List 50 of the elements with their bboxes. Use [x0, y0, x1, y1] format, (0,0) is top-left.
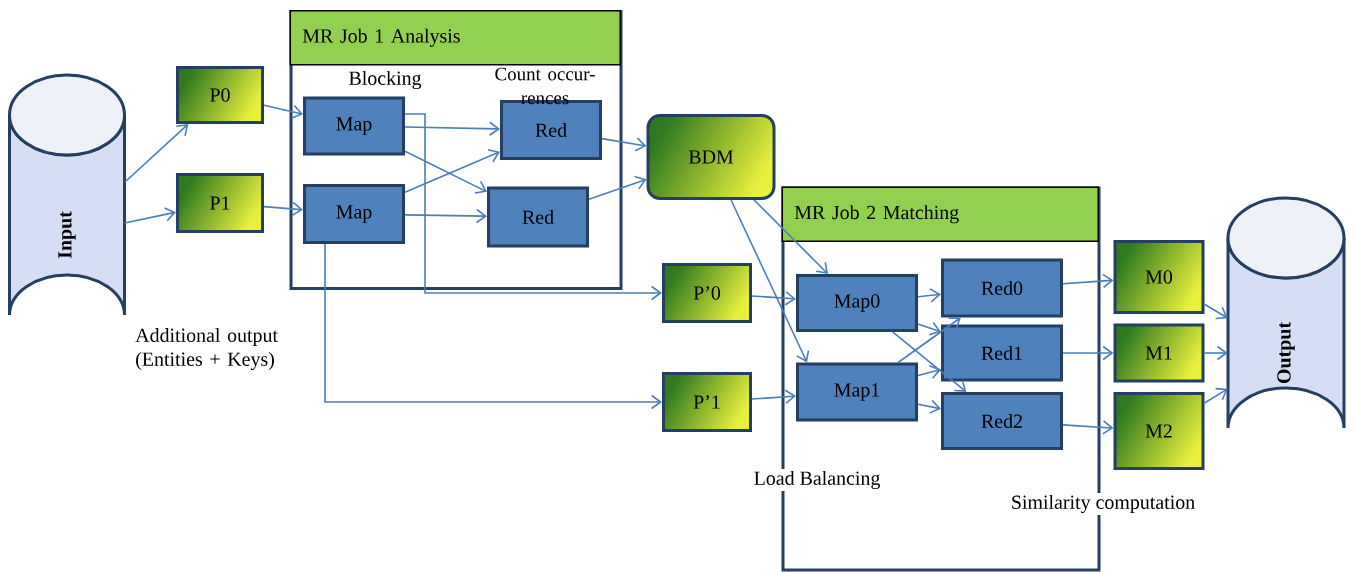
arrow — [753, 199, 829, 274]
arrow — [404, 208, 487, 224]
arrow — [588, 175, 647, 201]
arrow — [404, 121, 500, 137]
arrow — [917, 399, 941, 414]
arrow — [404, 113, 662, 301]
partition-box: M2 — [1113, 392, 1205, 470]
arrow — [1203, 303, 1228, 320]
process-box: Map1 — [796, 362, 918, 422]
process-box: Red2 — [941, 392, 1063, 450]
arrow — [891, 331, 967, 392]
arrow — [751, 389, 796, 405]
arrow — [1062, 420, 1114, 435]
arrow — [1062, 345, 1114, 361]
arrow — [1062, 273, 1114, 289]
matrix-box: BDM — [646, 114, 776, 200]
arrow — [730, 199, 810, 363]
process-box: Red0 — [941, 258, 1063, 318]
arrow — [917, 365, 941, 380]
arrow — [917, 288, 941, 303]
arrow — [1203, 387, 1228, 404]
arrow — [751, 290, 796, 306]
process-box: Map — [303, 96, 405, 156]
text-label: Blocking — [349, 70, 422, 90]
storage-cylinder: Input — [8, 73, 126, 317]
text-label: Similarity computation — [1008, 492, 1198, 516]
arrow — [123, 124, 189, 183]
arrow — [123, 207, 176, 224]
arrow — [263, 104, 303, 119]
partition-box: M0 — [1113, 240, 1205, 314]
arrow — [263, 201, 303, 217]
arrow — [404, 149, 500, 194]
arrow — [324, 243, 662, 410]
partition-box: M1 — [1113, 323, 1205, 383]
text-label: Additional output (Entities + Keys) — [135, 327, 278, 370]
process-box: Red — [487, 186, 589, 248]
arrow — [404, 150, 487, 194]
partition-box: P’1 — [662, 372, 752, 432]
partition-box: P1 — [176, 173, 264, 233]
partition-box: P’0 — [662, 263, 752, 323]
arrow — [897, 317, 961, 364]
process-box: Red1 — [941, 324, 1063, 382]
arrow — [1203, 345, 1228, 361]
process-box: Map0 — [796, 274, 918, 332]
arrow — [601, 137, 647, 152]
arrow — [917, 321, 941, 336]
text-label: Load Balancing — [751, 468, 883, 492]
process-box: Map — [303, 184, 405, 244]
partition-box: P0 — [176, 66, 264, 124]
storage-cylinder: Output — [1226, 196, 1346, 430]
